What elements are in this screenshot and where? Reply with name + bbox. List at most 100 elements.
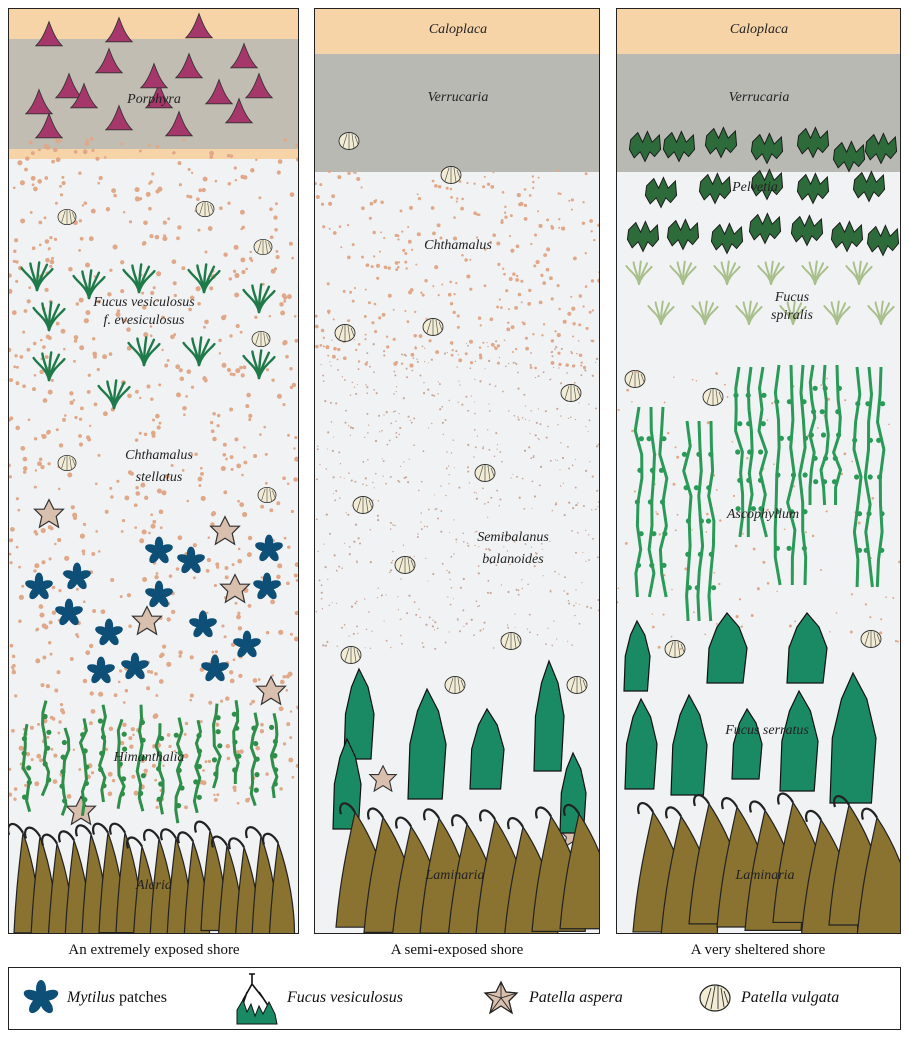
- fucus-serratus-frond: [408, 689, 446, 799]
- himanthalia-strand: [193, 720, 202, 813]
- fucus-serratus-frond: [625, 699, 657, 789]
- zone-label-ascophyllum: Ascophyllum: [727, 506, 799, 524]
- patella-vulgata-icon: [58, 455, 76, 470]
- pelvetia-clump: [749, 213, 780, 243]
- mytilus-icon: [24, 573, 54, 602]
- fucus-serratus-frond: [534, 661, 564, 771]
- legend-label-mytilus: Mytilus patches: [67, 989, 167, 1007]
- pelvetia-clump: [645, 177, 676, 207]
- ascophyllum-strand: [706, 421, 716, 621]
- ascophyllum-strand: [820, 365, 829, 505]
- zone-label-verrucaria: Verrucaria: [729, 89, 790, 107]
- legend-label-patella-aspera: Patella aspera: [529, 989, 623, 1007]
- fucus-spiralis-tuft: [648, 302, 673, 325]
- semi-exposed-shore-illustration: [315, 9, 600, 934]
- himanthalia-strand: [251, 713, 259, 806]
- patella-vulgata-icon: [252, 331, 270, 346]
- patella-aspera-icon: [481, 978, 521, 1018]
- mytilus-icon: [200, 655, 230, 684]
- barnacle-dots: [315, 169, 600, 369]
- patella-vulgata-icon: [567, 677, 587, 694]
- patella-vulgata-icon: [423, 319, 443, 336]
- fucus-spiralis-tuft: [802, 262, 827, 285]
- ascophyllum-strand: [647, 407, 657, 597]
- zone-label-laminaria: Laminaria: [735, 867, 794, 885]
- pelvetia-clump: [797, 173, 828, 203]
- mytilus-icon: [176, 547, 206, 576]
- fucus-spiralis-tuft: [714, 262, 739, 285]
- sheltered-shore-panel: Caloplaca Verrucaria Pelvetia Fucus spir…: [616, 8, 901, 934]
- pelvetia-clump: [867, 225, 898, 255]
- patella-vulgata-icon: [335, 325, 355, 342]
- fucus-vesiculosus-frond: [707, 613, 747, 683]
- himanthalia-strand: [232, 700, 242, 784]
- patella-vulgata-icon: [861, 631, 881, 648]
- pelvetia-clump: [627, 221, 658, 251]
- ascophyllum-strand: [787, 365, 797, 585]
- himanthalia-strand: [42, 701, 51, 796]
- fucus-serratus-frond: [732, 709, 762, 779]
- patella-vulgata-icon: [697, 980, 733, 1016]
- zone-label-fucus-spiralis: Fucus spiralis: [771, 289, 813, 324]
- patella-aspera-icon: [370, 766, 396, 791]
- ascophyllum-strand: [774, 365, 784, 585]
- fucus-spiralis-tuft: [692, 302, 717, 325]
- fucus-spiralis-tuft: [758, 262, 783, 285]
- mytilus-icon: [62, 563, 92, 592]
- fucus-evesiculosus-tuft: [34, 353, 65, 381]
- patella-aspera-icon: [67, 797, 96, 825]
- ascophyllum-strand: [800, 365, 808, 585]
- zone-label-caloplaca: Caloplaca: [429, 21, 487, 39]
- patella-vulgata-icon: [501, 633, 521, 650]
- mytilus-icon: [254, 535, 284, 564]
- patella-vulgata-icon: [441, 167, 461, 184]
- patella-vulgata-icon: [353, 497, 373, 514]
- mytilus-icon: [232, 631, 262, 660]
- semi-exposed-shore-panel: Caloplaca Verrucaria Chthamalus Semibala…: [314, 8, 600, 934]
- zone-label-verrucaria: Verrucaria: [428, 89, 489, 107]
- fucus-evesiculosus-tuft: [129, 338, 160, 366]
- patella-vulgata-icon: [445, 677, 465, 694]
- mytilus-icon: [188, 611, 218, 640]
- zone-label-pelvetia: Pelvetia: [732, 179, 778, 197]
- ascophyllum-strand: [682, 421, 692, 621]
- patella-vulgata-icon: [475, 465, 495, 482]
- fucus-vesiculosus-frond: [787, 613, 827, 683]
- caption-exposed-shore: An extremely exposed shore: [68, 942, 239, 959]
- caption-sheltered-shore: A very sheltered shore: [691, 942, 826, 959]
- ascophyllum-strand: [832, 365, 842, 505]
- legend-label-fucus-vesiculosus: Fucus vesiculosus: [287, 989, 403, 1007]
- himanthalia-strand: [212, 704, 223, 788]
- fucus-serratus-frond: [470, 709, 504, 789]
- fucus-spiralis-tuft: [626, 262, 651, 285]
- fucus-evesiculosus-tuft: [244, 285, 275, 313]
- ascophyllum-strand: [809, 365, 819, 505]
- caption-semi-exposed-shore: A semi-exposed shore: [391, 942, 523, 959]
- pelvetia-clump: [699, 173, 730, 203]
- fucus-evesiculosus-tuft: [34, 303, 65, 331]
- fucus-spiralis-tuft: [846, 262, 871, 285]
- ascophyllum-strand: [864, 367, 873, 587]
- ascophyllum-strand: [659, 407, 668, 597]
- ascophyllum-strand: [694, 421, 704, 621]
- fucus-spiralis-tuft: [670, 262, 695, 285]
- zone-label-porphyra: Porphyra: [127, 91, 181, 109]
- exposed-shore-panel: Porphyra Fucus vesiculosus f. evesiculos…: [8, 8, 299, 934]
- legend-item-patella-vulgata: Patella vulgata: [697, 968, 839, 1028]
- fucus-serratus-frond: [671, 695, 707, 795]
- zone-label-chthamalus-stellatus: Chthamalus stellatus: [125, 445, 193, 490]
- fucus-evesiculosus-tuft: [124, 265, 155, 293]
- sheltered-shore-illustration: [617, 9, 901, 934]
- fucus-evesiculosus-tuft: [184, 338, 215, 366]
- zone-label-himanthalia: Himanthalia: [114, 749, 185, 767]
- legend-label-patella-vulgata: Patella vulgata: [741, 989, 839, 1007]
- patella-vulgata-icon: [341, 647, 361, 664]
- legend: Mytilus patches Fucus vesiculosus Patell…: [8, 967, 901, 1030]
- fucus-serratus-frond: [780, 691, 818, 791]
- zone-band: [315, 54, 600, 172]
- patella-vulgata-icon: [254, 239, 272, 254]
- fucus-evesiculosus-tuft: [244, 351, 275, 379]
- patella-vulgata-icon: [561, 385, 581, 402]
- patella-aspera-icon: [211, 517, 240, 545]
- pelvetia-clump: [791, 215, 822, 245]
